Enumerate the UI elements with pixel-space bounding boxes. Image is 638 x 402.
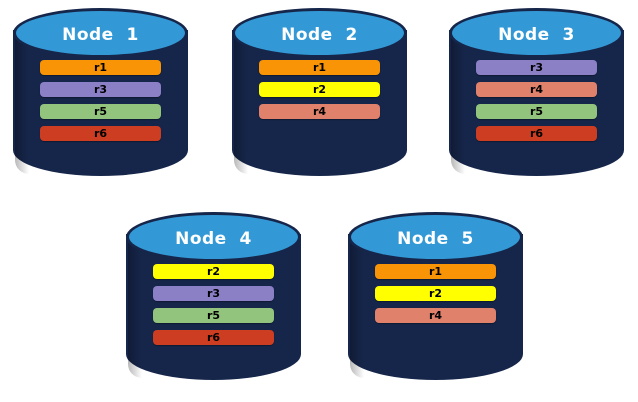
shard-bar[interactable]: r6 — [476, 126, 597, 141]
database-node-cylinder[interactable]: Node 5 r1 r2 r4 — [348, 212, 523, 392]
shard-bar[interactable]: r2 — [259, 82, 380, 97]
node-label: Node 1 — [62, 25, 139, 45]
shard-list: r1 r2 r4 — [348, 264, 523, 330]
shard-list: r1 r3 r5 r6 — [13, 60, 188, 148]
cylinder-top-ellipse — [13, 8, 188, 58]
database-node-cylinder[interactable]: Node 2 r1 r2 r4 — [232, 8, 407, 188]
shard-bar[interactable]: r4 — [476, 82, 597, 97]
cylinder-top-ellipse — [232, 8, 407, 58]
shard-bar[interactable]: r1 — [40, 60, 161, 75]
node-label: Node 3 — [498, 25, 575, 45]
shard-bar[interactable]: r3 — [40, 82, 161, 97]
shard-bar[interactable]: r6 — [153, 330, 274, 345]
shard-list: r3 r4 r5 r6 — [449, 60, 624, 148]
shard-bar[interactable]: r3 — [476, 60, 597, 75]
shard-bar[interactable]: r1 — [375, 264, 496, 279]
shard-bar[interactable]: r5 — [153, 308, 274, 323]
database-node-cylinder[interactable]: Node 3 r3 r4 r5 r6 — [449, 8, 624, 188]
cylinder-body — [348, 234, 523, 380]
node-label: Node 4 — [175, 229, 252, 249]
shard-list: r1 r2 r4 — [232, 60, 407, 126]
cylinder-top-ellipse — [449, 8, 624, 58]
node-label: Node 5 — [397, 229, 474, 249]
cylinder-top-ellipse — [348, 212, 523, 262]
database-node-cylinder[interactable]: Node 1 r1 r3 r5 r6 — [13, 8, 188, 188]
shard-bar[interactable]: r2 — [153, 264, 274, 279]
shard-bar[interactable]: r4 — [259, 104, 380, 119]
shard-bar[interactable]: r5 — [476, 104, 597, 119]
shard-bar[interactable]: r5 — [40, 104, 161, 119]
shard-list: r2 r3 r5 r6 — [126, 264, 301, 352]
cylinder-top-ellipse — [126, 212, 301, 262]
shard-bar[interactable]: r2 — [375, 286, 496, 301]
shard-bar[interactable]: r1 — [259, 60, 380, 75]
shard-bar[interactable]: r4 — [375, 308, 496, 323]
database-node-cylinder[interactable]: Node 4 r2 r3 r5 r6 — [126, 212, 301, 392]
node-label: Node 2 — [281, 25, 358, 45]
shard-bar[interactable]: r3 — [153, 286, 274, 301]
shard-bar[interactable]: r6 — [40, 126, 161, 141]
